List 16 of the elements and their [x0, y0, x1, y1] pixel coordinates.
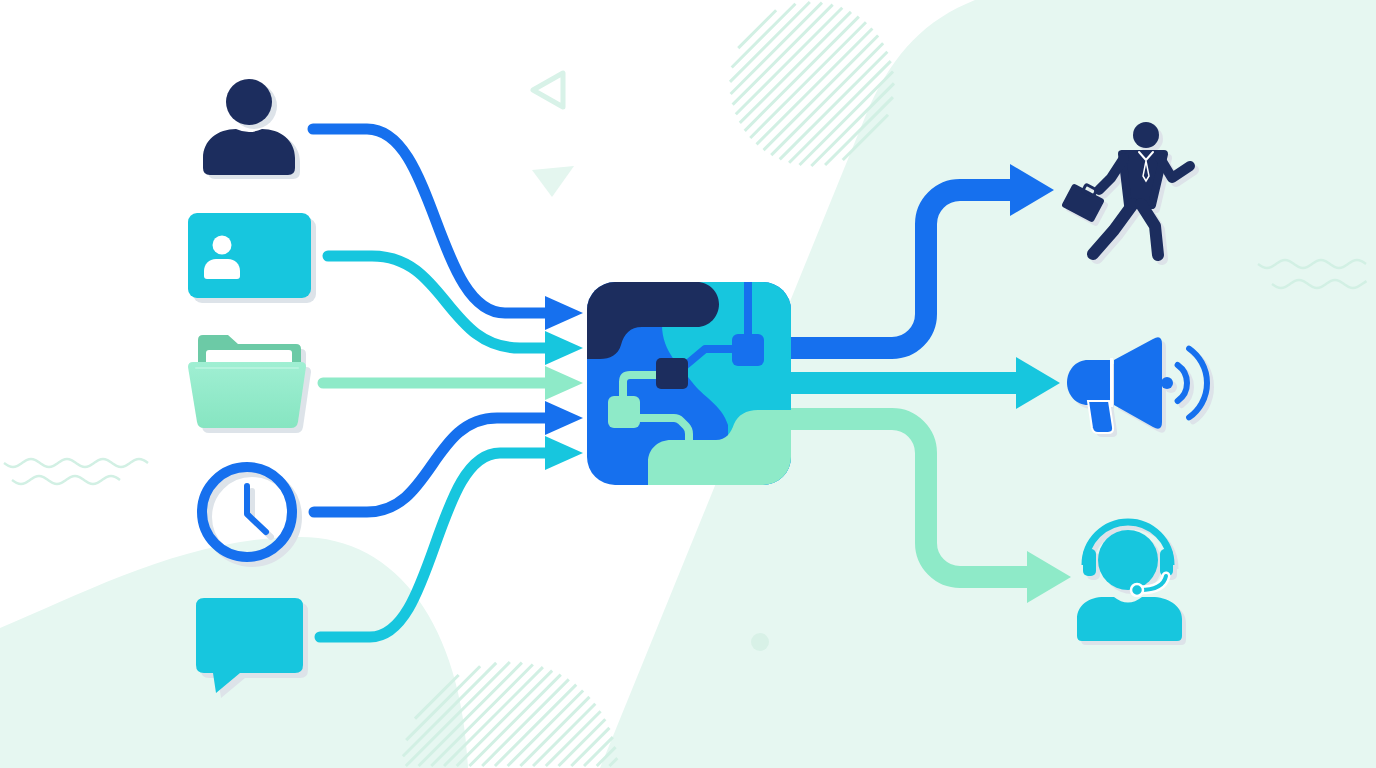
arrow	[317, 366, 583, 400]
circuit-hub-icon	[587, 282, 791, 485]
megaphone-icon	[1066, 335, 1216, 438]
arrow	[314, 436, 583, 643]
headset-agent-icon	[1077, 518, 1187, 646]
arrow	[791, 164, 1054, 359]
businessman-icon	[1060, 120, 1200, 266]
id-card-icon	[188, 213, 316, 303]
chat-bubble-icon	[196, 598, 308, 698]
arrow	[791, 408, 1071, 603]
arrow	[791, 357, 1060, 409]
arrow	[322, 250, 583, 365]
arrow	[308, 401, 583, 518]
arrow	[307, 123, 583, 330]
person-icon	[202, 78, 301, 180]
clock-icon	[197, 462, 302, 567]
